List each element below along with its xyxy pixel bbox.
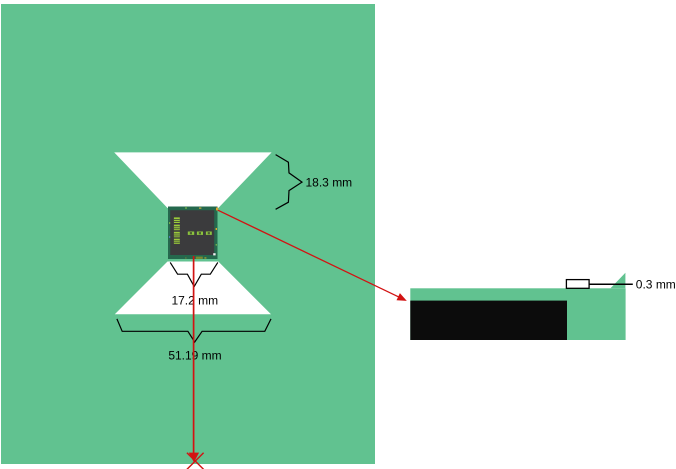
svg-text:18.3 mm: 18.3 mm <box>306 175 353 189</box>
svg-text:51.19 mm: 51.19 mm <box>168 349 221 363</box>
svg-text:17.2 mm: 17.2 mm <box>171 294 218 308</box>
svg-text:0.3 mm: 0.3 mm <box>636 277 676 291</box>
